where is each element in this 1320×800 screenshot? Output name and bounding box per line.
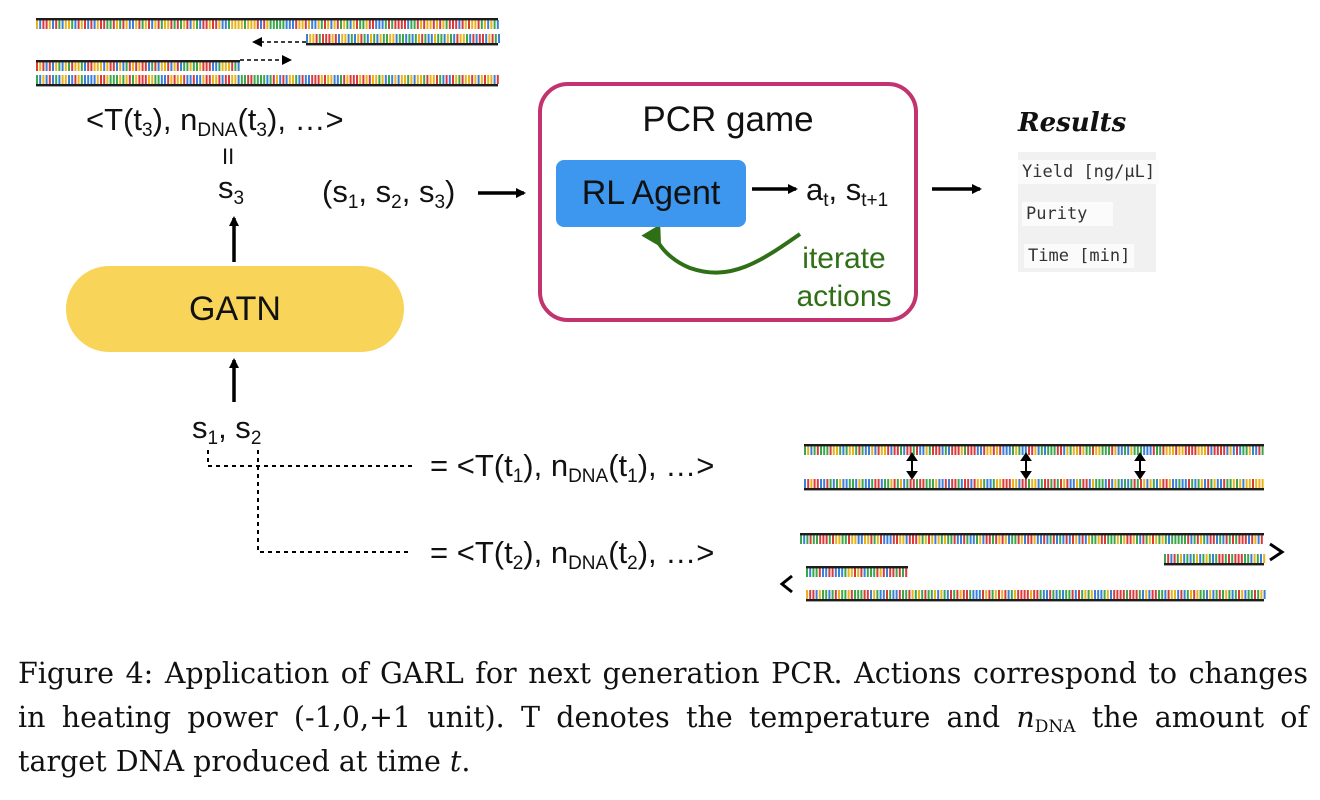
bond-arrows xyxy=(906,452,1146,480)
s3-formula-close: ), …> xyxy=(267,102,344,137)
denatured-primer-left xyxy=(806,566,908,577)
s2-formula-open: = <T(t xyxy=(430,535,513,570)
results-panel: Yield [ng/µL] Purity Time [min] xyxy=(1018,152,1160,272)
caption-t-var: t xyxy=(449,745,462,778)
s3-formula-mid1: ), n xyxy=(152,102,198,137)
input-s2-sub: 2 xyxy=(250,428,262,449)
rl-agent-block: RL Agent xyxy=(556,160,746,227)
inputs-s1-s2: s1, s2 xyxy=(192,410,261,448)
action-state: at, st+1 xyxy=(806,172,888,210)
caption-n-sub: DNA xyxy=(1034,717,1076,737)
s1-formula-open: = <T(t xyxy=(430,448,513,483)
iterate-label-line2: actions xyxy=(796,280,892,313)
strand-end-right xyxy=(1269,542,1285,562)
gatn-block: GATN xyxy=(66,266,404,352)
strand-end-left xyxy=(779,574,793,594)
tuple-close: ) xyxy=(445,174,456,209)
tuple-sub3: 3 xyxy=(434,192,446,213)
s3-formula-sub2: DNA xyxy=(197,120,238,141)
annealed-strand-bottom xyxy=(804,479,1264,491)
tuple-open: (s xyxy=(322,174,348,209)
results-title: Results xyxy=(1018,108,1127,138)
s3-var-sub: 3 xyxy=(233,188,245,209)
s2-formula-sub2: DNA xyxy=(568,553,609,574)
top-dna-strand-4 xyxy=(36,75,499,87)
s3-formula: <T(t3), nDNA(t3), …> xyxy=(86,102,344,140)
denatured-strand-top xyxy=(800,533,1264,544)
input-s1-sub: 1 xyxy=(207,428,219,449)
s2-connector xyxy=(257,450,412,553)
s1-formula-mid1: ), n xyxy=(523,448,569,483)
pcr-game-title: PCR game xyxy=(642,100,814,139)
connector-layer xyxy=(36,18,1285,602)
s2-formula-mid2: (t xyxy=(608,535,628,570)
s1-formula-sub3: 1 xyxy=(627,466,638,487)
s1-formula: = <T(t1), nDNA(t1), …> xyxy=(430,448,715,486)
tuple-mid2: , s xyxy=(401,174,435,209)
result-purity: Purity xyxy=(1022,202,1114,226)
action-a-sub: t xyxy=(823,190,829,211)
tuple-sub1: 1 xyxy=(347,192,359,213)
action-a: a xyxy=(806,172,824,207)
s2-formula: = <T(t2), nDNA(t2), …> xyxy=(430,535,715,573)
s2-formula-mid1: ), n xyxy=(523,535,569,570)
annealed-strand-top xyxy=(804,444,1264,455)
result-time: Time [min] xyxy=(1024,244,1135,268)
caption-middle: the amount of target DNA produced at tim… xyxy=(18,701,1308,778)
figure-caption: Figure 4: Application of GARL for next g… xyxy=(18,652,1308,784)
s3-variable: s3 xyxy=(218,170,244,208)
top-dna-strand-2 xyxy=(306,34,500,46)
tuple-sub2: 2 xyxy=(391,192,402,213)
s3-formula-open: <T(t xyxy=(86,102,142,137)
result-yield: Yield [ng/µL] xyxy=(1018,160,1160,184)
top-dna-strand-1 xyxy=(36,18,499,29)
pcr-garl-diagram: <T(t3), nDNA(t3), …> II s3 GATN (s1, s2,… xyxy=(36,18,1285,602)
caption-n-var: n xyxy=(1016,701,1035,734)
action-comma: , s xyxy=(828,172,862,207)
input-s-var: s xyxy=(192,410,208,445)
s3-var: s xyxy=(218,170,234,205)
s1-formula-mid2: (t xyxy=(608,448,628,483)
input-comma: , s xyxy=(218,410,251,445)
dna-illustrations xyxy=(36,18,1266,602)
action-s-sub: t+1 xyxy=(861,190,889,211)
s1-formula-sub1: 1 xyxy=(512,466,524,487)
s2-formula-sub1: 2 xyxy=(512,553,524,574)
denatured-strand-bottom xyxy=(806,590,1266,602)
denatured-primer-right xyxy=(1164,554,1266,566)
s1-formula-sub2: DNA xyxy=(568,466,609,487)
iterate-loop-arrow xyxy=(641,224,802,275)
s2-formula-sub3: 2 xyxy=(627,553,638,574)
iterate-label-line1: iterate xyxy=(802,242,886,275)
caption-prefix: Figure 4: Application of GARL for next g… xyxy=(18,657,1308,734)
pcr-game-box xyxy=(538,82,918,322)
iterate-actions-label: iterate actions xyxy=(780,240,908,316)
top-dna-strand-3 xyxy=(36,60,240,71)
s3-formula-sub3: 3 xyxy=(256,120,267,141)
s1-formula-close: ), …> xyxy=(637,448,715,483)
input-tuple: (s1, s2, s3) xyxy=(322,174,456,212)
caption-suffix: . xyxy=(461,745,471,778)
equals-sign: II xyxy=(222,144,235,169)
s3-formula-sub1: 3 xyxy=(141,120,153,141)
s2-formula-close: ), …> xyxy=(637,535,715,570)
s3-formula-mid2: (t xyxy=(237,102,257,137)
s1-connector xyxy=(207,450,412,467)
tuple-mid1: , s xyxy=(358,174,392,209)
